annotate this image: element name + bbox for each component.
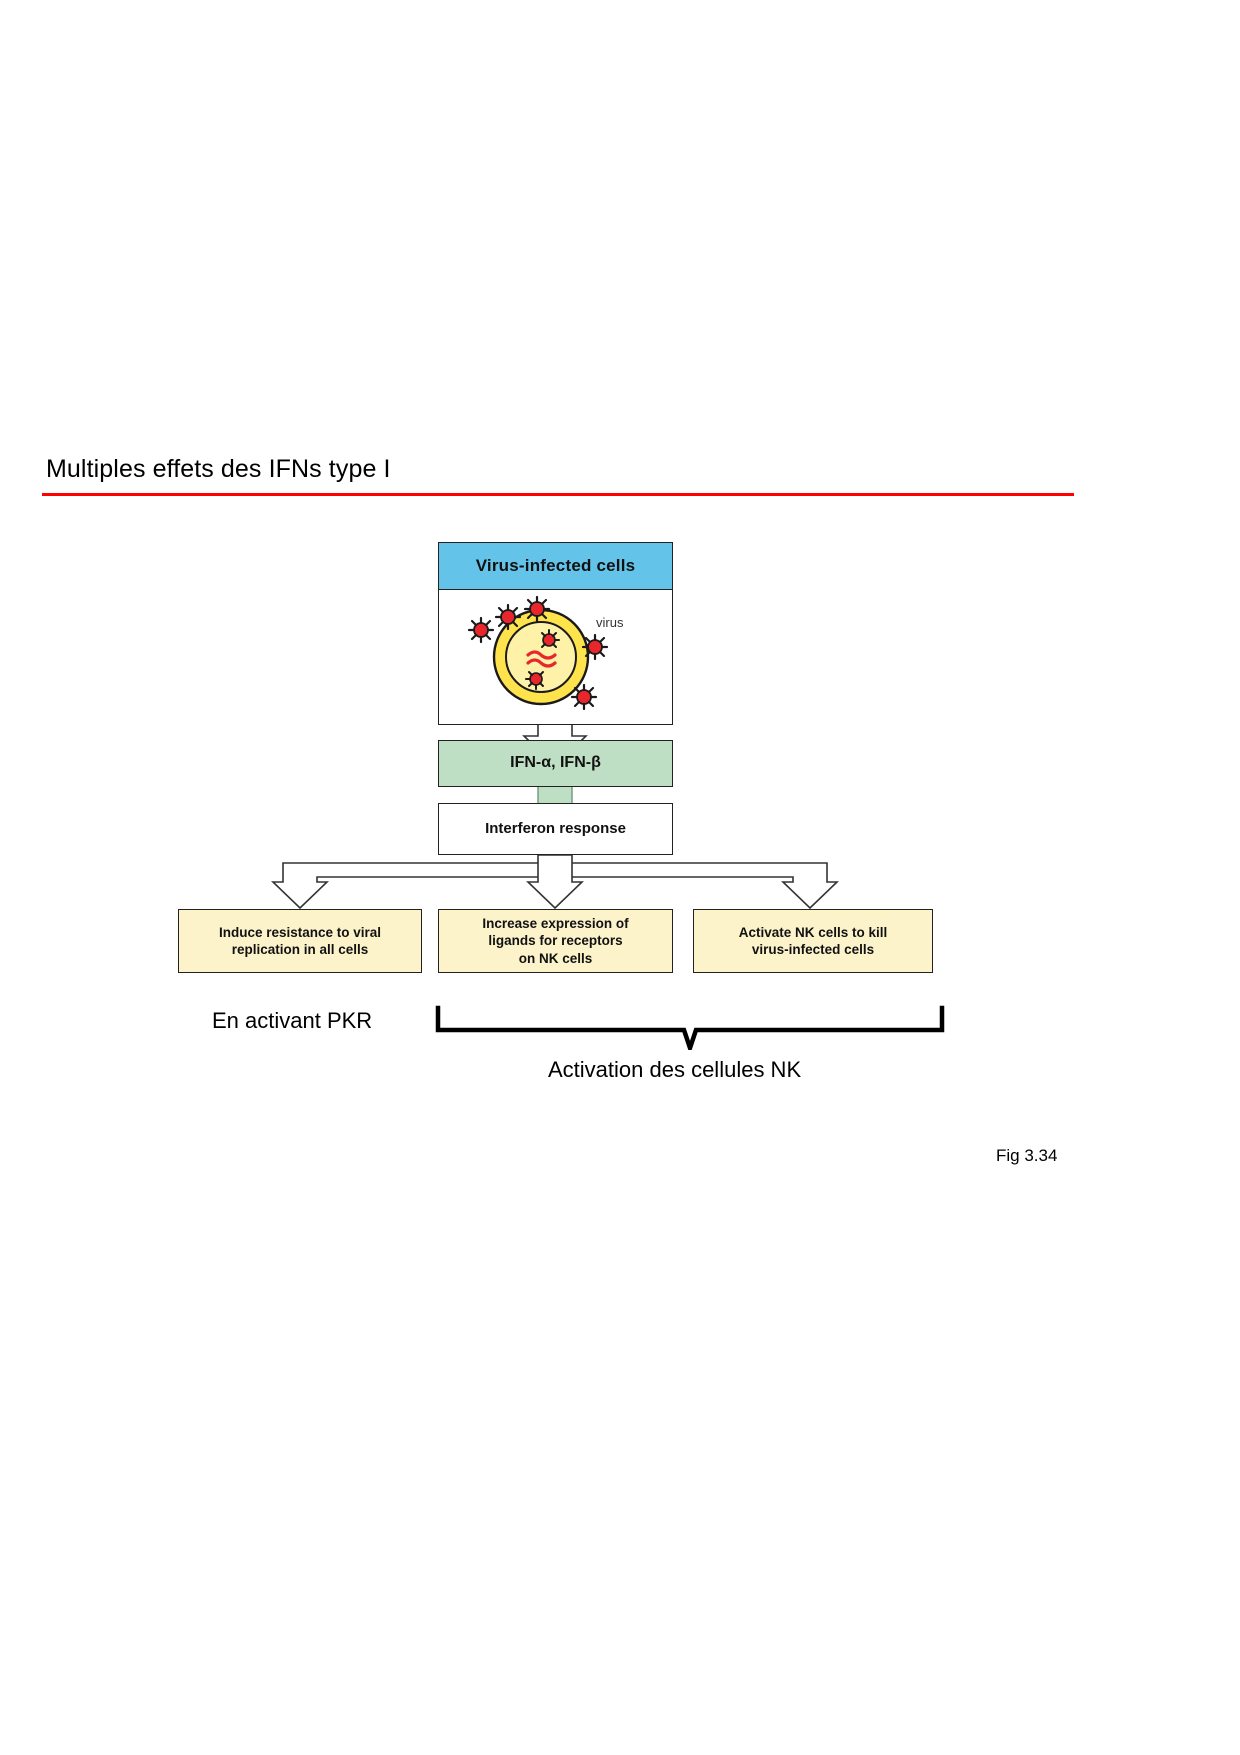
outcome-box-increase-ligands: Increase expression of ligands for recep…: [438, 909, 673, 973]
outcome-line: Increase expression of: [482, 916, 629, 932]
outcome-line: Induce resistance to viral: [218, 924, 382, 940]
outcome-text: Induce resistance to viral replication i…: [219, 924, 381, 959]
annotation-pkr: En activant PKR: [212, 1008, 373, 1033]
outcome-line: Activate NK cells to kill: [738, 924, 888, 940]
interferon-pathway-diagram: Virus-infected cells: [155, 522, 945, 992]
page-title: Multiples effets des IFNs type I: [46, 455, 391, 483]
interferon-response-box: Interferon response: [438, 803, 673, 855]
outcome-line: ligands for receptors: [488, 933, 623, 949]
outcome-text: Activate NK cells to kill virus-infected…: [739, 924, 888, 959]
title-underline-rule: [42, 493, 1074, 496]
outcome-text: Increase expression of ligands for recep…: [482, 915, 628, 967]
outcome-line: replication in all cells: [231, 942, 369, 957]
ifn-alpha-beta-box: IFN-α, IFN-β: [438, 740, 673, 787]
figure-caption: Fig 3.34: [996, 1146, 1058, 1165]
outcome-box-activate-nk: Activate NK cells to kill virus-infected…: [693, 909, 933, 973]
grouping-brace: [435, 1005, 945, 1050]
virus-infected-cells-header: Virus-infected cells: [438, 542, 673, 590]
outcome-box-induce-resistance: Induce resistance to viral replication i…: [178, 909, 422, 973]
outcome-line: virus-infected cells: [751, 942, 875, 957]
annotation-nk-activation: Activation des cellules NK: [548, 1057, 802, 1082]
virus-label: virus: [596, 615, 624, 630]
outcome-line: on NK cells: [518, 950, 593, 966]
infected-cell-panel: [438, 589, 673, 725]
